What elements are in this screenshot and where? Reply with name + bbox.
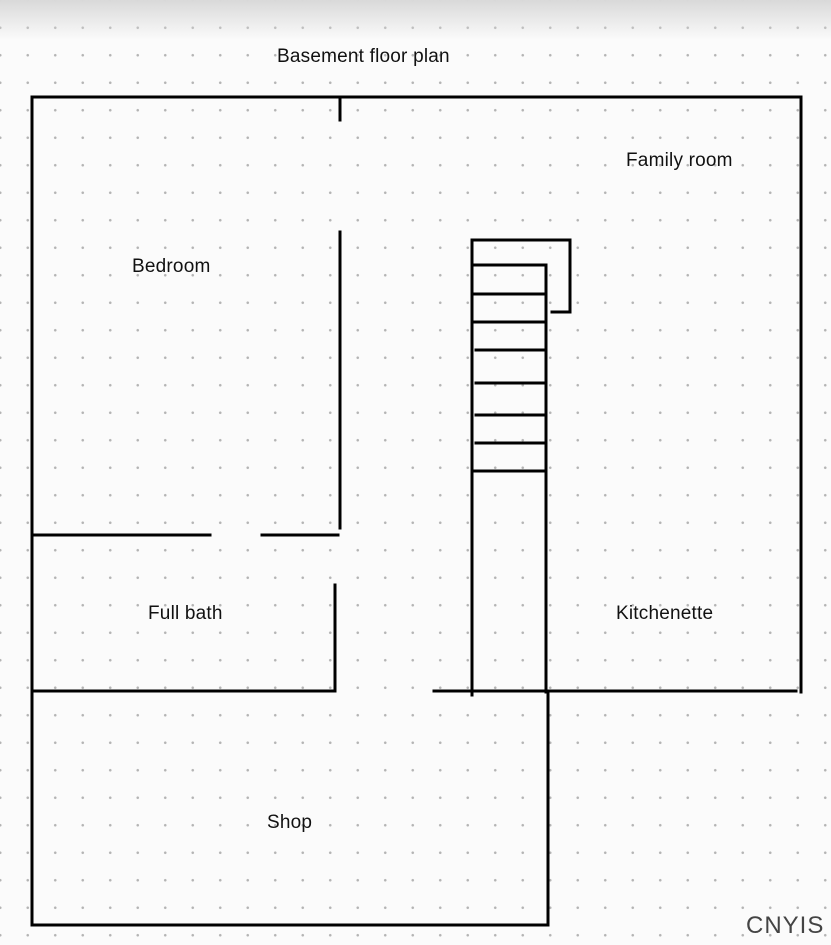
room-label-family-room: Family room <box>626 150 733 171</box>
room-label-bedroom: Bedroom <box>132 256 211 277</box>
room-label-shop: Shop <box>267 812 313 833</box>
stair-landing <box>470 238 572 314</box>
room-label-kitchenette: Kitchenette <box>616 603 714 624</box>
plan-title: Basement floor plan <box>277 46 450 67</box>
room-label-full-bath: Full bath <box>148 603 223 624</box>
watermark-logo: CNYIS <box>746 912 825 939</box>
top-shade <box>0 0 831 40</box>
